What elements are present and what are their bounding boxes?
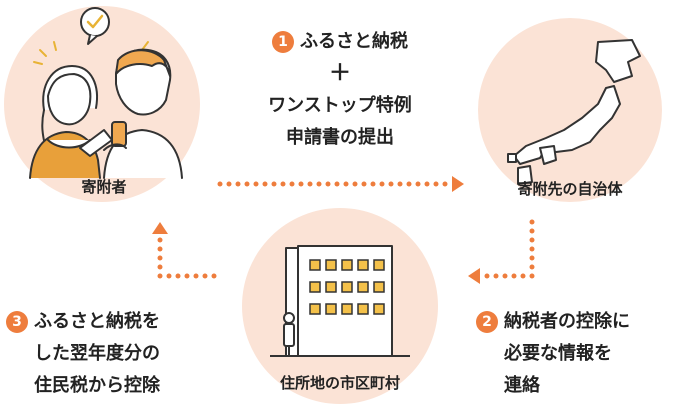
step-3-line-3: 住民税から控除: [34, 375, 160, 396]
step-1-text-1: ふるさと納税: [300, 31, 408, 52]
step-2-line-1: 2 納税者の控除に: [476, 306, 676, 338]
step-1-line-3: ワンストップ特例: [268, 95, 412, 116]
japan-map-icon: [507, 39, 641, 185]
step-3-line-1: 3 ふるさと納税を: [6, 306, 226, 338]
building-windows: [309, 259, 385, 315]
step-2-line-3: 連絡: [504, 375, 540, 396]
step-1: 1 ふるさと納税 ＋ ワンストップ特例 申請書の提出: [240, 26, 440, 154]
arrow-destination-to-residence: [468, 219, 535, 284]
step-1-line-1: 1 ふるさと納税: [240, 26, 440, 58]
destination-label: 寄附先の自治体: [517, 180, 623, 198]
residence-label: 住所地の市区町村: [279, 374, 400, 392]
step-3: 3 ふるさと納税を した翌年度分の 住民税から控除: [6, 306, 226, 402]
step-2-number: 2: [476, 311, 498, 333]
donor-label: 寄附者: [81, 178, 127, 196]
step-3-line-2: した翌年度分の: [34, 343, 160, 364]
step-1-line-4: 申請書の提出: [286, 127, 394, 148]
arrow-residence-to-donor: [152, 222, 217, 279]
step-3-number: 3: [6, 311, 28, 333]
step-2-text-1: 納税者の控除に: [504, 311, 630, 332]
step-2: 2 納税者の控除に 必要な情報を 連絡: [476, 306, 676, 402]
step-2-line-2: 必要な情報を: [504, 343, 612, 364]
step-1-number: 1: [272, 31, 294, 53]
arrow-donor-to-destination: [217, 176, 464, 192]
step-3-text-1: ふるさと納税を: [34, 311, 160, 332]
donor-illustration: [29, 7, 183, 179]
check-bubble-icon: [80, 7, 110, 45]
building-icon: [270, 245, 410, 357]
step-1-plus: ＋: [328, 61, 351, 86]
